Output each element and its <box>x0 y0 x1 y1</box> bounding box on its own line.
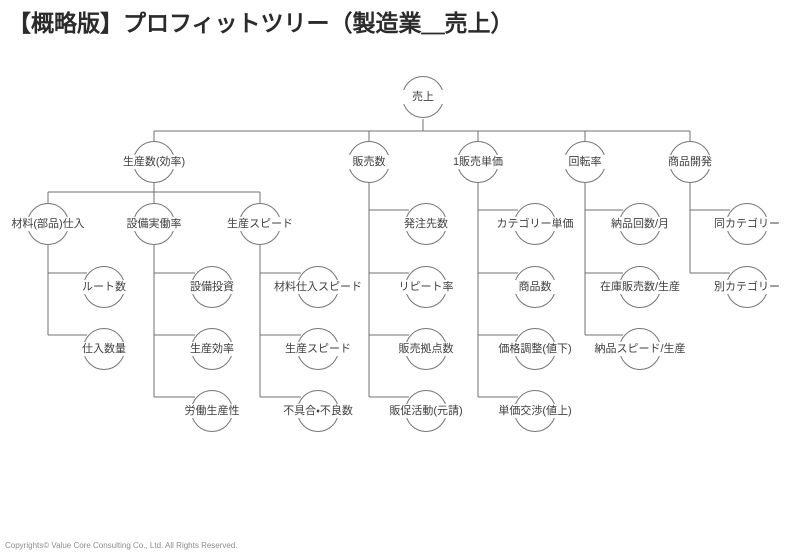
node-label: 納品スピード/生産 <box>593 342 687 356</box>
node-delivery-speed-ratio: 納品スピード/生産 <box>593 327 687 371</box>
node-label: 納品回数/月 <box>609 217 671 231</box>
node-label: 材料仕入スピード <box>273 280 363 294</box>
node-label: 単価交渉(値上) <box>497 404 573 418</box>
node-label: 商品開発 <box>665 155 715 169</box>
node-sales-volume: 販売数 <box>344 140 394 184</box>
node-label: 生産スピード <box>284 342 352 356</box>
node-label: 設備実働率 <box>125 217 183 231</box>
node-label: リピート率 <box>397 280 455 294</box>
node-purchase-quantity: 仕入数量 <box>79 327 129 371</box>
node-client-count: 発注先数 <box>401 202 451 246</box>
node-label: 回転率 <box>560 155 610 169</box>
node-label: 価格調整(値下) <box>497 342 573 356</box>
page-title: 【概略版】プロフィットツリー（製造業＿売上） <box>8 10 514 36</box>
node-material-procurement-speed: 材料仕入スピード <box>273 265 363 309</box>
node-label: 販売数 <box>344 155 394 169</box>
node-deliveries-per-month: 納品回数/月 <box>609 202 671 246</box>
node-capital-investment: 設備投資 <box>187 265 237 309</box>
node-label: 労働生産性 <box>183 404 241 418</box>
node-label: ルート数 <box>79 280 129 294</box>
node-production-speed: 生産スピード <box>226 202 294 246</box>
node-inventory-sales-ratio: 在庫販売数/生産 <box>598 265 682 309</box>
node-label: 在庫販売数/生産 <box>598 280 682 294</box>
node-same-category: 同カテゴリー <box>713 202 781 246</box>
node-equipment-utilization: 設備実働率 <box>125 202 183 246</box>
node-label: 材料(部品)仕入 <box>10 217 86 231</box>
node-label: 販売拠点数 <box>397 342 455 356</box>
node-label: 生産スピード <box>226 217 294 231</box>
copyright-text: Copyrights© Value Core Consulting Co., L… <box>5 541 238 550</box>
node-product-development: 商品開発 <box>665 140 715 184</box>
node-label: 不具合・不良数 <box>282 404 354 418</box>
node-label: 売上 <box>398 90 448 104</box>
node-unit-price: 1販売単価 <box>451 140 505 184</box>
node-label: 商品数 <box>510 280 560 294</box>
node-labor-productivity: 労働生産性 <box>183 389 241 433</box>
node-different-category: 別カテゴリー <box>713 265 781 309</box>
node-route-count: ルート数 <box>79 265 129 309</box>
node-label: 設備投資 <box>187 280 237 294</box>
node-production-volume: 生産数(効率) <box>121 140 187 184</box>
node-sales-locations: 販売拠点数 <box>397 327 455 371</box>
node-label: 生産効率 <box>187 342 237 356</box>
node-sales: 売上 <box>398 75 448 119</box>
node-price-negotiation: 単価交渉(値上) <box>497 389 573 433</box>
node-product-count: 商品数 <box>510 265 560 309</box>
node-label: 別カテゴリー <box>713 280 781 294</box>
node-label: 1販売単価 <box>451 155 505 169</box>
node-label: 発注先数 <box>401 217 451 231</box>
node-material-procurement: 材料(部品)仕入 <box>10 202 86 246</box>
node-label: 販促活動(元請) <box>388 404 464 418</box>
node-price-adjustment: 価格調整(値下) <box>497 327 573 371</box>
node-repeat-rate: リピート率 <box>397 265 455 309</box>
node-label: 仕入数量 <box>79 342 129 356</box>
node-defect-count: 不具合・不良数 <box>282 389 354 433</box>
node-label: 生産数(効率) <box>121 155 187 169</box>
node-turnover-rate: 回転率 <box>560 140 610 184</box>
node-production-speed-sub: 生産スピード <box>284 327 352 371</box>
node-production-efficiency: 生産効率 <box>187 327 237 371</box>
node-label: 同カテゴリー <box>713 217 781 231</box>
node-label: カテゴリー単価 <box>495 217 575 231</box>
node-sales-promotion: 販促活動(元請) <box>388 389 464 433</box>
node-category-price: カテゴリー単価 <box>495 202 575 246</box>
